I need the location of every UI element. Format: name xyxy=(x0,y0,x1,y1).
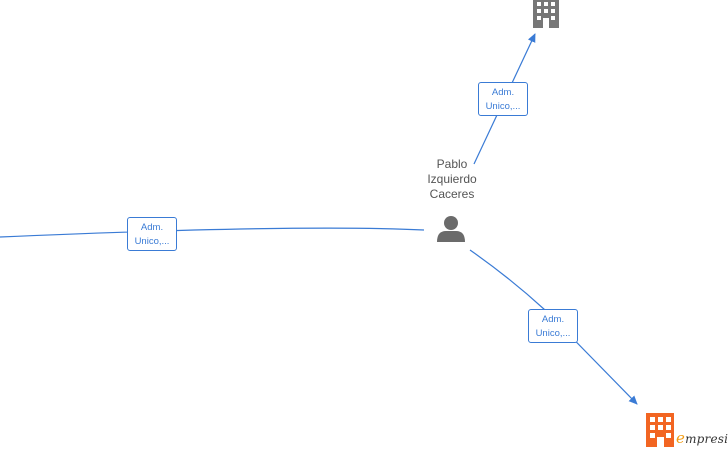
person-first-name: Pablo xyxy=(436,157,468,171)
person-icon[interactable] xyxy=(437,216,465,242)
edge-label-detail: Unico,... xyxy=(535,328,571,339)
edge-label-bottom[interactable]: Adm. Unico,... xyxy=(528,309,578,343)
person-name-label[interactable]: Pablo Izquierdo Caceres xyxy=(410,157,494,202)
person-surname-1: Izquierdo xyxy=(427,172,477,186)
person-surname-2: Caceres xyxy=(429,187,475,201)
edge-label-role: Adm. xyxy=(491,87,515,98)
edge-line-left xyxy=(0,227,425,238)
edge-label-top[interactable]: Adm. Unico,... xyxy=(478,82,528,116)
brand-rest: mpresia xyxy=(685,432,728,446)
brand-logo-text: empresia xyxy=(676,429,728,447)
edge-label-detail: Unico,... xyxy=(485,101,521,112)
edge-label-left[interactable]: Adm. Unico,... xyxy=(127,217,177,251)
company-building-icon-bottom[interactable] xyxy=(646,413,674,447)
edge-line-bottom xyxy=(469,249,638,405)
edge-label-detail: Unico,... xyxy=(134,236,170,247)
brand-watermark: empresia xyxy=(646,412,728,448)
company-building-icon-top[interactable] xyxy=(533,0,559,28)
brand-prefix: e xyxy=(676,429,686,447)
edge-label-role: Adm. xyxy=(541,314,565,325)
edge-label-role: Adm. xyxy=(140,222,164,233)
